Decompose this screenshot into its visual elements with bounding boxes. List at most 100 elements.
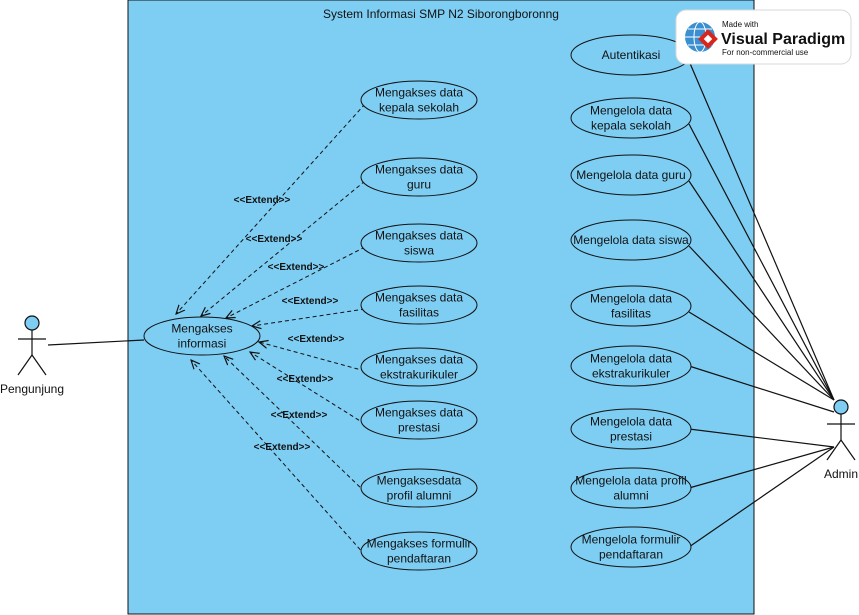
use-case-ellipse [360, 531, 478, 571]
use-case-label: Autentikasi [602, 48, 661, 62]
use-case-ellipse [570, 285, 692, 327]
use-case-label: guru [407, 178, 431, 192]
use-case-ellipse [143, 316, 261, 356]
extend-arrow [226, 246, 366, 318]
system-title: System Informasi SMP N2 Siborongboronng [323, 7, 559, 21]
use-case-ellipse [360, 347, 478, 387]
use-case-admin-4[interactable]: Mengelola data siswa [570, 219, 692, 261]
use-case-admin-3[interactable]: Mengelola data guru [570, 154, 692, 196]
association-line [688, 60, 835, 401]
use-case-ellipse [570, 408, 692, 450]
extend-label: <<Extend>> [254, 442, 311, 453]
use-case-label: Mengelola data guru [576, 168, 685, 182]
use-case-ellipse [570, 345, 692, 387]
use-case-ellipse [360, 400, 478, 440]
use-case-label: Mengakses [171, 322, 232, 336]
use-case-label: kepala sekolah [379, 101, 459, 115]
use-case-label: Mengakses data [375, 291, 463, 305]
use-case-ellipse [570, 467, 692, 509]
use-case-label: Mengelola data [590, 292, 672, 306]
association-line [688, 245, 835, 401]
use-case-label: Mengakses data [375, 163, 463, 177]
association-line [688, 446, 835, 548]
extend-arrow [191, 360, 366, 556]
actor-figure-icon [826, 399, 856, 461]
use-case-label: ekstrakurikuler [380, 368, 458, 382]
actor-label: Admin [824, 467, 858, 481]
use-case-label: kepala sekolah [591, 119, 671, 133]
visual-paradigm-watermark: Made with Visual Paradigm For non-commer… [675, 9, 852, 65]
extend-label: <<Extend>> [234, 195, 291, 206]
association-line [688, 180, 835, 401]
extend-label: <<Extend>> [271, 410, 328, 421]
extend-arrow [252, 308, 366, 326]
use-case-label: Mengakses formulir [367, 537, 472, 551]
extend-arrow [176, 103, 366, 314]
use-case-label: fasilitas [611, 307, 651, 321]
extend-label: <<Extend>> [277, 374, 334, 385]
use-case-label: Mengelola data [590, 104, 672, 118]
use-case-ellipse [360, 80, 478, 120]
extend-relations: <<Extend>> <<Extend>> <<Extend>> <<Extend>>… [176, 103, 366, 556]
use-case-ellipse [570, 154, 692, 196]
extend-label: <<Extend>> [246, 234, 303, 245]
actor-pengunjung[interactable]: Pengunjung [0, 315, 64, 396]
use-case-label: fasilitas [399, 306, 439, 320]
use-case-label: Mengelola data profil [575, 474, 686, 488]
watermark-brand: Visual Paradigm [721, 31, 845, 48]
watermark-made-with: Made with [722, 20, 758, 29]
use-case-admin-1[interactable]: Autentikasi [570, 34, 692, 76]
use-case-ellipse [360, 468, 478, 508]
use-case-label: Mengelola formulir [582, 533, 681, 547]
extend-arrow [224, 356, 366, 493]
use-case-label: prestasi [610, 430, 652, 444]
use-case-ellipse [570, 97, 692, 139]
association-line [688, 311, 835, 401]
globe-logo-icon [685, 21, 718, 53]
use-case-label: profil alumni [387, 489, 452, 503]
use-case-label: siswa [404, 244, 434, 258]
association-line [688, 428, 835, 448]
extend-label: <<Extend>> [288, 334, 345, 345]
use-case-ellipse [570, 219, 692, 261]
use-case-label: informasi [178, 337, 227, 351]
extend-arrow [259, 342, 366, 372]
actor-figure-icon [17, 315, 47, 376]
extend-arrow [201, 180, 366, 316]
extend-arrow [250, 352, 366, 425]
use-case-ellipse [360, 223, 478, 263]
use-case-label: alumni [613, 489, 648, 503]
use-case-label: pendaftaran [387, 552, 451, 566]
use-case-label: prestasi [398, 421, 440, 435]
association-line [688, 123, 835, 401]
association-line [688, 365, 835, 413]
association-line [47, 339, 145, 346]
use-case-label: Mengaksesdata [377, 474, 462, 488]
use-case-label: Mengakses data [375, 406, 463, 420]
association-lines [47, 60, 835, 548]
association-line [688, 446, 835, 489]
watermark-note: For non-commercial use [722, 48, 809, 57]
use-case-label: Mengakses data [375, 86, 463, 100]
use-case-label: ekstrakurikuler [592, 367, 670, 381]
use-case-ellipse [360, 157, 478, 197]
actor-admin[interactable]: Admin [824, 399, 858, 481]
use-case-ellipse [570, 526, 692, 568]
